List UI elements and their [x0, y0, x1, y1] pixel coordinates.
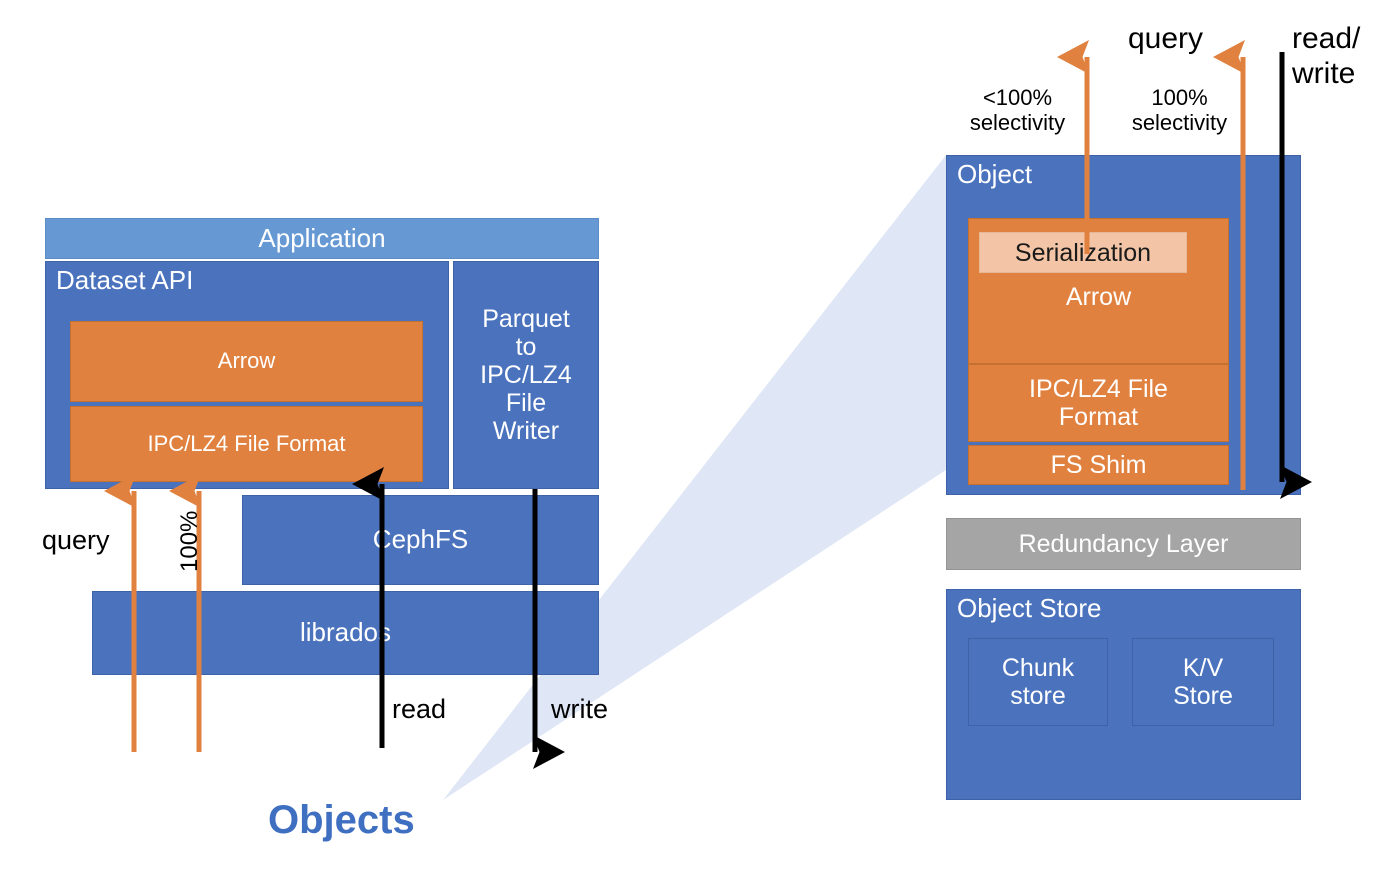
- parquet-writer-label: Parquet to IPC/LZ4 File Writer: [480, 305, 572, 445]
- read-write-label-object: read/ write: [1292, 22, 1361, 90]
- ipc-lz4-file-format-label-object: IPC/LZ4 File Format: [1029, 375, 1168, 431]
- serialization-box[interactable]: Serialization: [979, 232, 1187, 273]
- arrow-box-client[interactable]: Arrow: [70, 321, 423, 402]
- ipc-lz4-file-format-label-client: IPC/LZ4 File Format: [147, 430, 346, 456]
- arrow-label-client: Arrow: [217, 348, 276, 374]
- kv-store-box[interactable]: K/V Store: [1132, 638, 1274, 726]
- parquet-to-ipc-lz4-file-writer-box[interactable]: Parquet to IPC/LZ4 File Writer: [453, 261, 599, 489]
- query-label-client: query: [42, 525, 110, 555]
- read-label-client: read: [392, 694, 447, 724]
- sub-hundred-selectivity-label: <100% selectivity: [969, 85, 1066, 135]
- serialization-label: Serialization: [1014, 238, 1152, 267]
- ipc-lz4-file-format-box-client[interactable]: IPC/LZ4 File Format: [70, 406, 423, 482]
- application-box[interactable]: Application: [45, 218, 599, 259]
- hundred-percent-label-client: 100%: [176, 510, 203, 572]
- redundancy-layer-label: Redundancy Layer: [1018, 530, 1229, 558]
- fs-shim-box[interactable]: FS Shim: [968, 445, 1229, 485]
- object-store-label: Object Store: [957, 593, 1102, 623]
- chunk-store-label: Chunk store: [1001, 654, 1075, 710]
- ipc-lz4-file-format-box-object[interactable]: IPC/LZ4 File Format: [968, 364, 1229, 442]
- librados-box[interactable]: librados: [92, 591, 599, 675]
- kv-store-label: K/V Store: [1173, 654, 1233, 710]
- redundancy-layer-box[interactable]: Redundancy Layer: [946, 518, 1301, 570]
- query-label-object: query: [1128, 22, 1204, 55]
- application-label: Application: [258, 222, 386, 253]
- arrow-label-object: Arrow: [1065, 283, 1132, 311]
- cephfs-box[interactable]: CephFS: [242, 495, 599, 585]
- objects-callout-title: Objects: [268, 798, 415, 842]
- hundred-selectivity-label: 100% selectivity: [1131, 85, 1228, 135]
- cephfs-label: CephFS: [372, 524, 469, 555]
- object-store-box[interactable]: Object Store: [946, 589, 1301, 800]
- object-label: Object: [957, 159, 1033, 189]
- write-label-client: write: [551, 694, 609, 724]
- librados-label: librados: [299, 617, 392, 648]
- fs-shim-label: FS Shim: [1050, 451, 1147, 479]
- chunk-store-box[interactable]: Chunk store: [968, 638, 1108, 726]
- dataset-api-label: Dataset API: [56, 265, 194, 295]
